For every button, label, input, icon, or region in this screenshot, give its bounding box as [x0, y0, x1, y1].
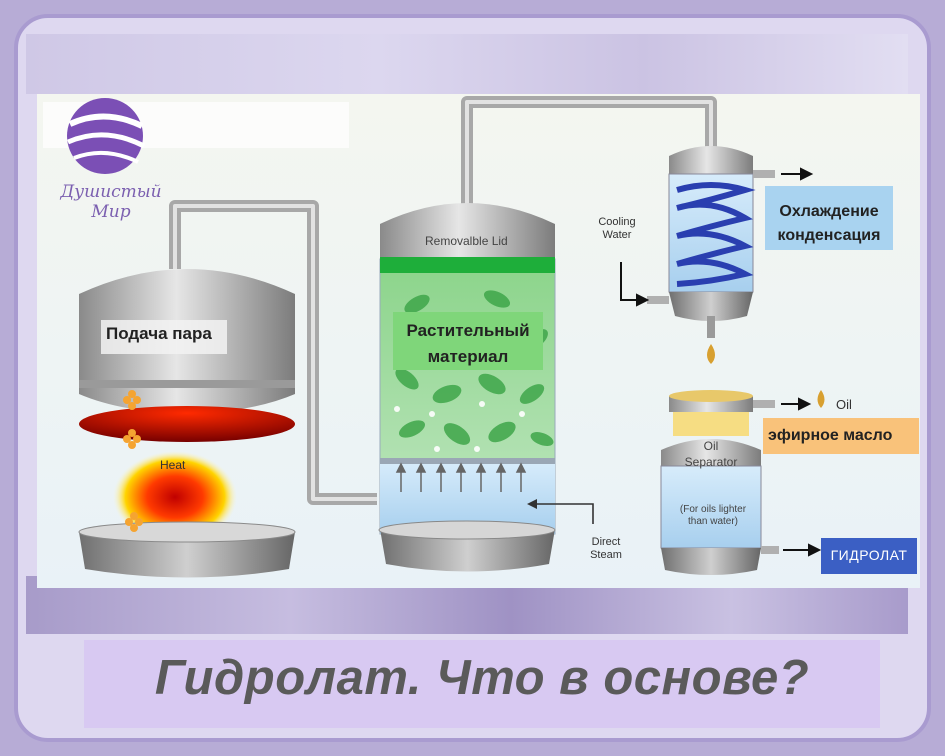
- cooling-line-1: Cooling: [598, 216, 636, 228]
- logo-sphere-icon: [67, 98, 146, 174]
- separator-line-2: Separator: [684, 455, 738, 469]
- distillation-diagram: [37, 94, 920, 588]
- condense-line-2: конденсация: [777, 227, 881, 244]
- logo-line-1: Душистый: [60, 182, 162, 202]
- label-oil-separator: Oil Separator: [680, 438, 742, 470]
- label-essential-oil: эфирное масло: [768, 427, 893, 444]
- logo-text: Душистый Мир: [48, 182, 174, 222]
- label-lighter-oils: (For oils lighter than water): [668, 504, 758, 528]
- lavender-photo-top: [26, 34, 908, 94]
- lighter-line-1: (For oils lighter: [679, 504, 747, 515]
- label-lid: Removalble Lid: [425, 234, 508, 248]
- label-hydrolat: ГИДРОЛАТ: [830, 547, 908, 563]
- label-condensation: Охлаждение конденсация: [765, 200, 893, 248]
- label-steam-supply: Подача пара: [106, 324, 212, 343]
- page-title: Гидролат. Что в основе?: [154, 651, 810, 705]
- caption-box: [84, 640, 880, 728]
- label-heat: Heat: [160, 458, 186, 472]
- plant-line-2: материал: [427, 347, 509, 366]
- direct-line-1: Direct: [591, 536, 621, 548]
- label-plant-material: Растительный материал: [393, 318, 543, 370]
- direct-line-2: Steam: [590, 549, 622, 561]
- plant-line-1: Растительный: [406, 321, 530, 340]
- separator-line-1: Oil: [703, 439, 719, 453]
- cooling-line-2: Water: [602, 229, 632, 241]
- label-direct-steam: Direct Steam: [584, 536, 628, 562]
- label-cooling-water: Cooling Water: [594, 216, 640, 242]
- label-oil: Oil: [836, 397, 852, 412]
- condense-line-1: Охлаждение: [779, 203, 879, 220]
- logo-line-2: Мир: [91, 202, 131, 222]
- lighter-line-2: than water): [687, 516, 739, 527]
